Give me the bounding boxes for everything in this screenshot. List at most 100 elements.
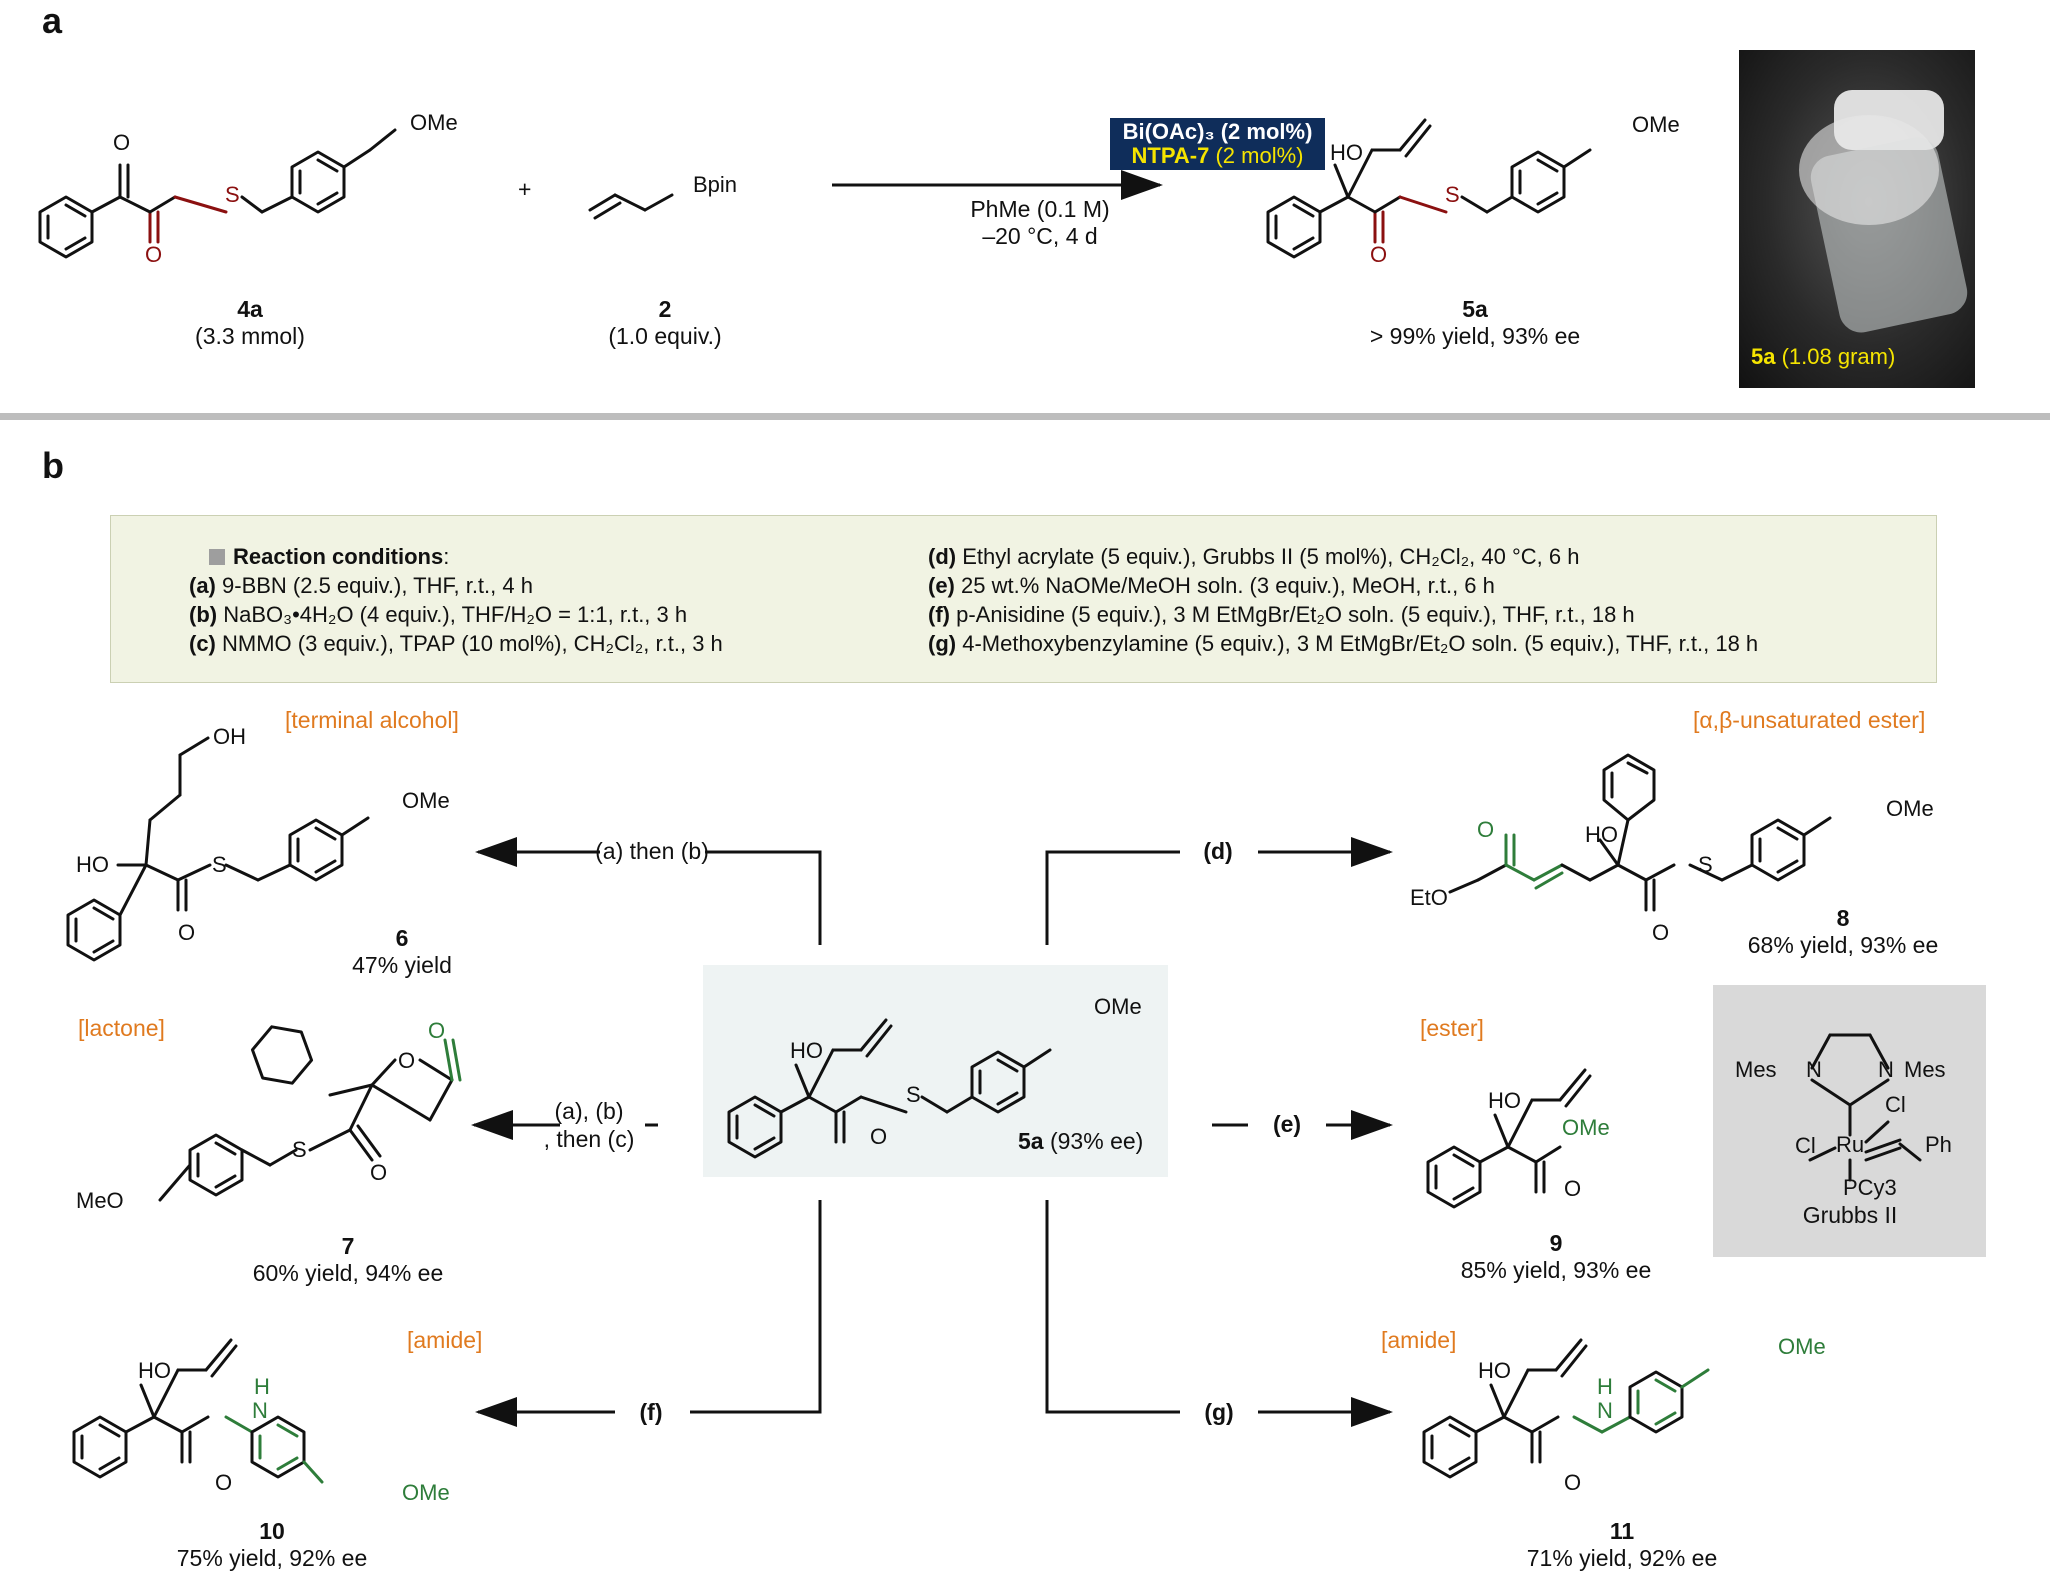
arrow-label-d: (d) <box>1195 838 1241 865</box>
atom-O: O <box>145 242 162 267</box>
condition-c: (c) NMMO (3 equiv.), TPAP (10 mol%), CH₂… <box>189 631 723 656</box>
atom-OMe: OMe <box>402 1480 450 1505</box>
atom-S: S <box>1698 852 1713 877</box>
atom-HO: HO <box>1488 1088 1521 1113</box>
atom-HO: HO <box>790 1038 823 1063</box>
tag-terminal-alcohol: [terminal alcohol] <box>285 707 459 733</box>
atom-S: S <box>906 1082 921 1107</box>
grubbs-label: Grubbs II <box>1802 1202 1898 1228</box>
panel-a-letter: a <box>42 0 63 41</box>
atom-O: O <box>428 1018 445 1043</box>
compound-4a-amount: (3.3 mmol) <box>195 323 305 349</box>
reaction-temp-time: –20 °C, 4 d <box>982 223 1098 249</box>
conditions-header: Reaction conditions: <box>209 544 449 570</box>
atom-Cl: Cl <box>1795 1133 1816 1158</box>
arrow-label-abc-1: (a), (b) <box>554 1098 624 1124</box>
atom-Bpin: Bpin <box>693 172 737 197</box>
condition-a: (a) 9-BBN (2.5 equiv.), THF, r.t., 4 h <box>189 573 533 598</box>
divergent-arrows <box>471 837 1393 1427</box>
atom-Ph: Ph <box>1925 1132 1952 1157</box>
atom-OMe: OMe <box>410 110 458 135</box>
atom-O: O <box>870 1124 887 1149</box>
atom-O: O <box>1477 817 1494 842</box>
atom-H: H <box>254 1374 270 1399</box>
arrow-label-g: (g) <box>1196 1399 1242 1426</box>
atom-O: O <box>1652 920 1669 945</box>
atom-PCy3: PCy3 <box>1843 1175 1897 1200</box>
arrow-label-f: (f) <box>631 1399 671 1426</box>
atom-O: O <box>113 130 130 155</box>
atom-OMe: OMe <box>1632 112 1680 137</box>
compound-4a-id: 4a <box>237 296 263 322</box>
atom-O: O <box>1370 242 1387 267</box>
condition-g: (g) 4-Methoxybenzylamine (5 equiv.), 3 M… <box>928 631 1759 656</box>
atom-EtO: EtO <box>1410 885 1448 910</box>
product-8-yield: 68% yield, 93% ee <box>1747 932 1939 958</box>
atom-Ru: Ru <box>1836 1132 1864 1157</box>
tag-unsaturated-ester: [α,β-unsaturated ester] <box>1693 707 1926 733</box>
arrow-label-e: (e) <box>1264 1111 1310 1138</box>
atom-HO: HO <box>1585 822 1618 847</box>
atom-OMe: OMe <box>1562 1115 1610 1140</box>
panel-b-letter: b <box>42 445 64 486</box>
reaction-conditions-box: Reaction conditions: (a) 9-BBN (2.5 equi… <box>110 515 1937 683</box>
atom-N: N <box>1806 1057 1822 1082</box>
catalyst-line-1: Bi(OAc)₃ (2 mol%) <box>1122 119 1313 144</box>
atom-OMe: OMe <box>1886 796 1934 821</box>
arrow-label-abc-2: , then (c) <box>543 1126 635 1152</box>
atom-OMe: OMe <box>1094 994 1142 1019</box>
plus-sign: + <box>518 176 532 202</box>
center-compound-label: 5a (93% ee) <box>1018 1128 1144 1154</box>
condition-d: (d) Ethyl acrylate (5 equiv.), Grubbs II… <box>928 544 1580 569</box>
atom-N: N <box>1878 1057 1894 1082</box>
atom-O: O <box>1564 1470 1581 1495</box>
atom-O: O <box>215 1470 232 1495</box>
atom-S: S <box>212 852 227 877</box>
atom-HO: HO <box>76 852 109 877</box>
product-7-yield: 60% yield, 94% ee <box>252 1260 444 1286</box>
panel-divider <box>0 413 2050 420</box>
catalyst-line-2: NTPA-7 (2 mol%) <box>1131 143 1304 168</box>
product-9-yield: 85% yield, 93% ee <box>1460 1257 1652 1283</box>
compound-2-amount: (1.0 equiv.) <box>608 323 722 349</box>
condition-f: (f) p-Anisidine (5 equiv.), 3 M EtMgBr/E… <box>928 602 1635 627</box>
product-5a-yield: > 99% yield, 93% ee <box>1369 323 1581 349</box>
reaction-solvent: PhMe (0.1 M) <box>970 196 1110 222</box>
product-8-id: 8 <box>1836 905 1850 931</box>
condition-e: (e) 25 wt.% NaOMe/MeOH soln. (3 equiv.),… <box>928 573 1495 598</box>
product-7-id: 7 <box>341 1233 355 1259</box>
product-5a-id: 5a <box>1462 296 1488 322</box>
atom-O: O <box>178 920 195 945</box>
arrow-label-ab: (a) then (b) <box>589 838 715 865</box>
atom-S: S <box>1445 182 1460 207</box>
atom-O: O <box>1564 1176 1581 1201</box>
atom-OMe: OMe <box>1778 1334 1826 1359</box>
atom-OH: OH <box>213 724 246 749</box>
atom-H: H <box>1597 1374 1613 1399</box>
tag-lactone: [lactone] <box>78 1015 165 1041</box>
atom-Mes: Mes <box>1904 1057 1946 1082</box>
bullet-square-icon <box>209 549 225 565</box>
tag-amide-11: [amide] <box>1381 1327 1457 1353</box>
atom-O: O <box>370 1160 387 1185</box>
catalyst-box: Bi(OAc)₃ (2 mol%) NTPA-7 (2 mol%) <box>1110 118 1325 170</box>
atom-MeO: MeO <box>76 1188 124 1213</box>
product-6-id: 6 <box>395 925 409 951</box>
product-10-id: 10 <box>259 1518 285 1544</box>
compound-2-id: 2 <box>658 296 672 322</box>
product-9-id: 9 <box>1549 1230 1563 1256</box>
atom-HO: HO <box>138 1358 171 1383</box>
molecular-structures <box>38 118 1922 1484</box>
vial-illustration <box>1799 90 1968 333</box>
photo-caption: 5a (1.08 gram) <box>1751 344 1896 369</box>
product-photo: 5a (1.08 gram) <box>1739 50 1975 388</box>
atom-N: N <box>252 1398 268 1423</box>
atom-S: S <box>292 1137 307 1162</box>
product-6-yield: 47% yield <box>352 952 452 978</box>
tag-ester: [ester] <box>1420 1015 1484 1041</box>
atom-HO: HO <box>1478 1358 1511 1383</box>
product-11-id: 11 <box>1609 1518 1635 1544</box>
condition-b: (b) NaBO₃•4H₂O (4 equiv.), THF/H₂O = 1:1… <box>189 602 688 627</box>
product-11-yield: 71% yield, 92% ee <box>1526 1545 1718 1571</box>
atom-labels: O O S OMe Bpin HO O S OMe HO O S OMe OH … <box>76 110 1952 1505</box>
